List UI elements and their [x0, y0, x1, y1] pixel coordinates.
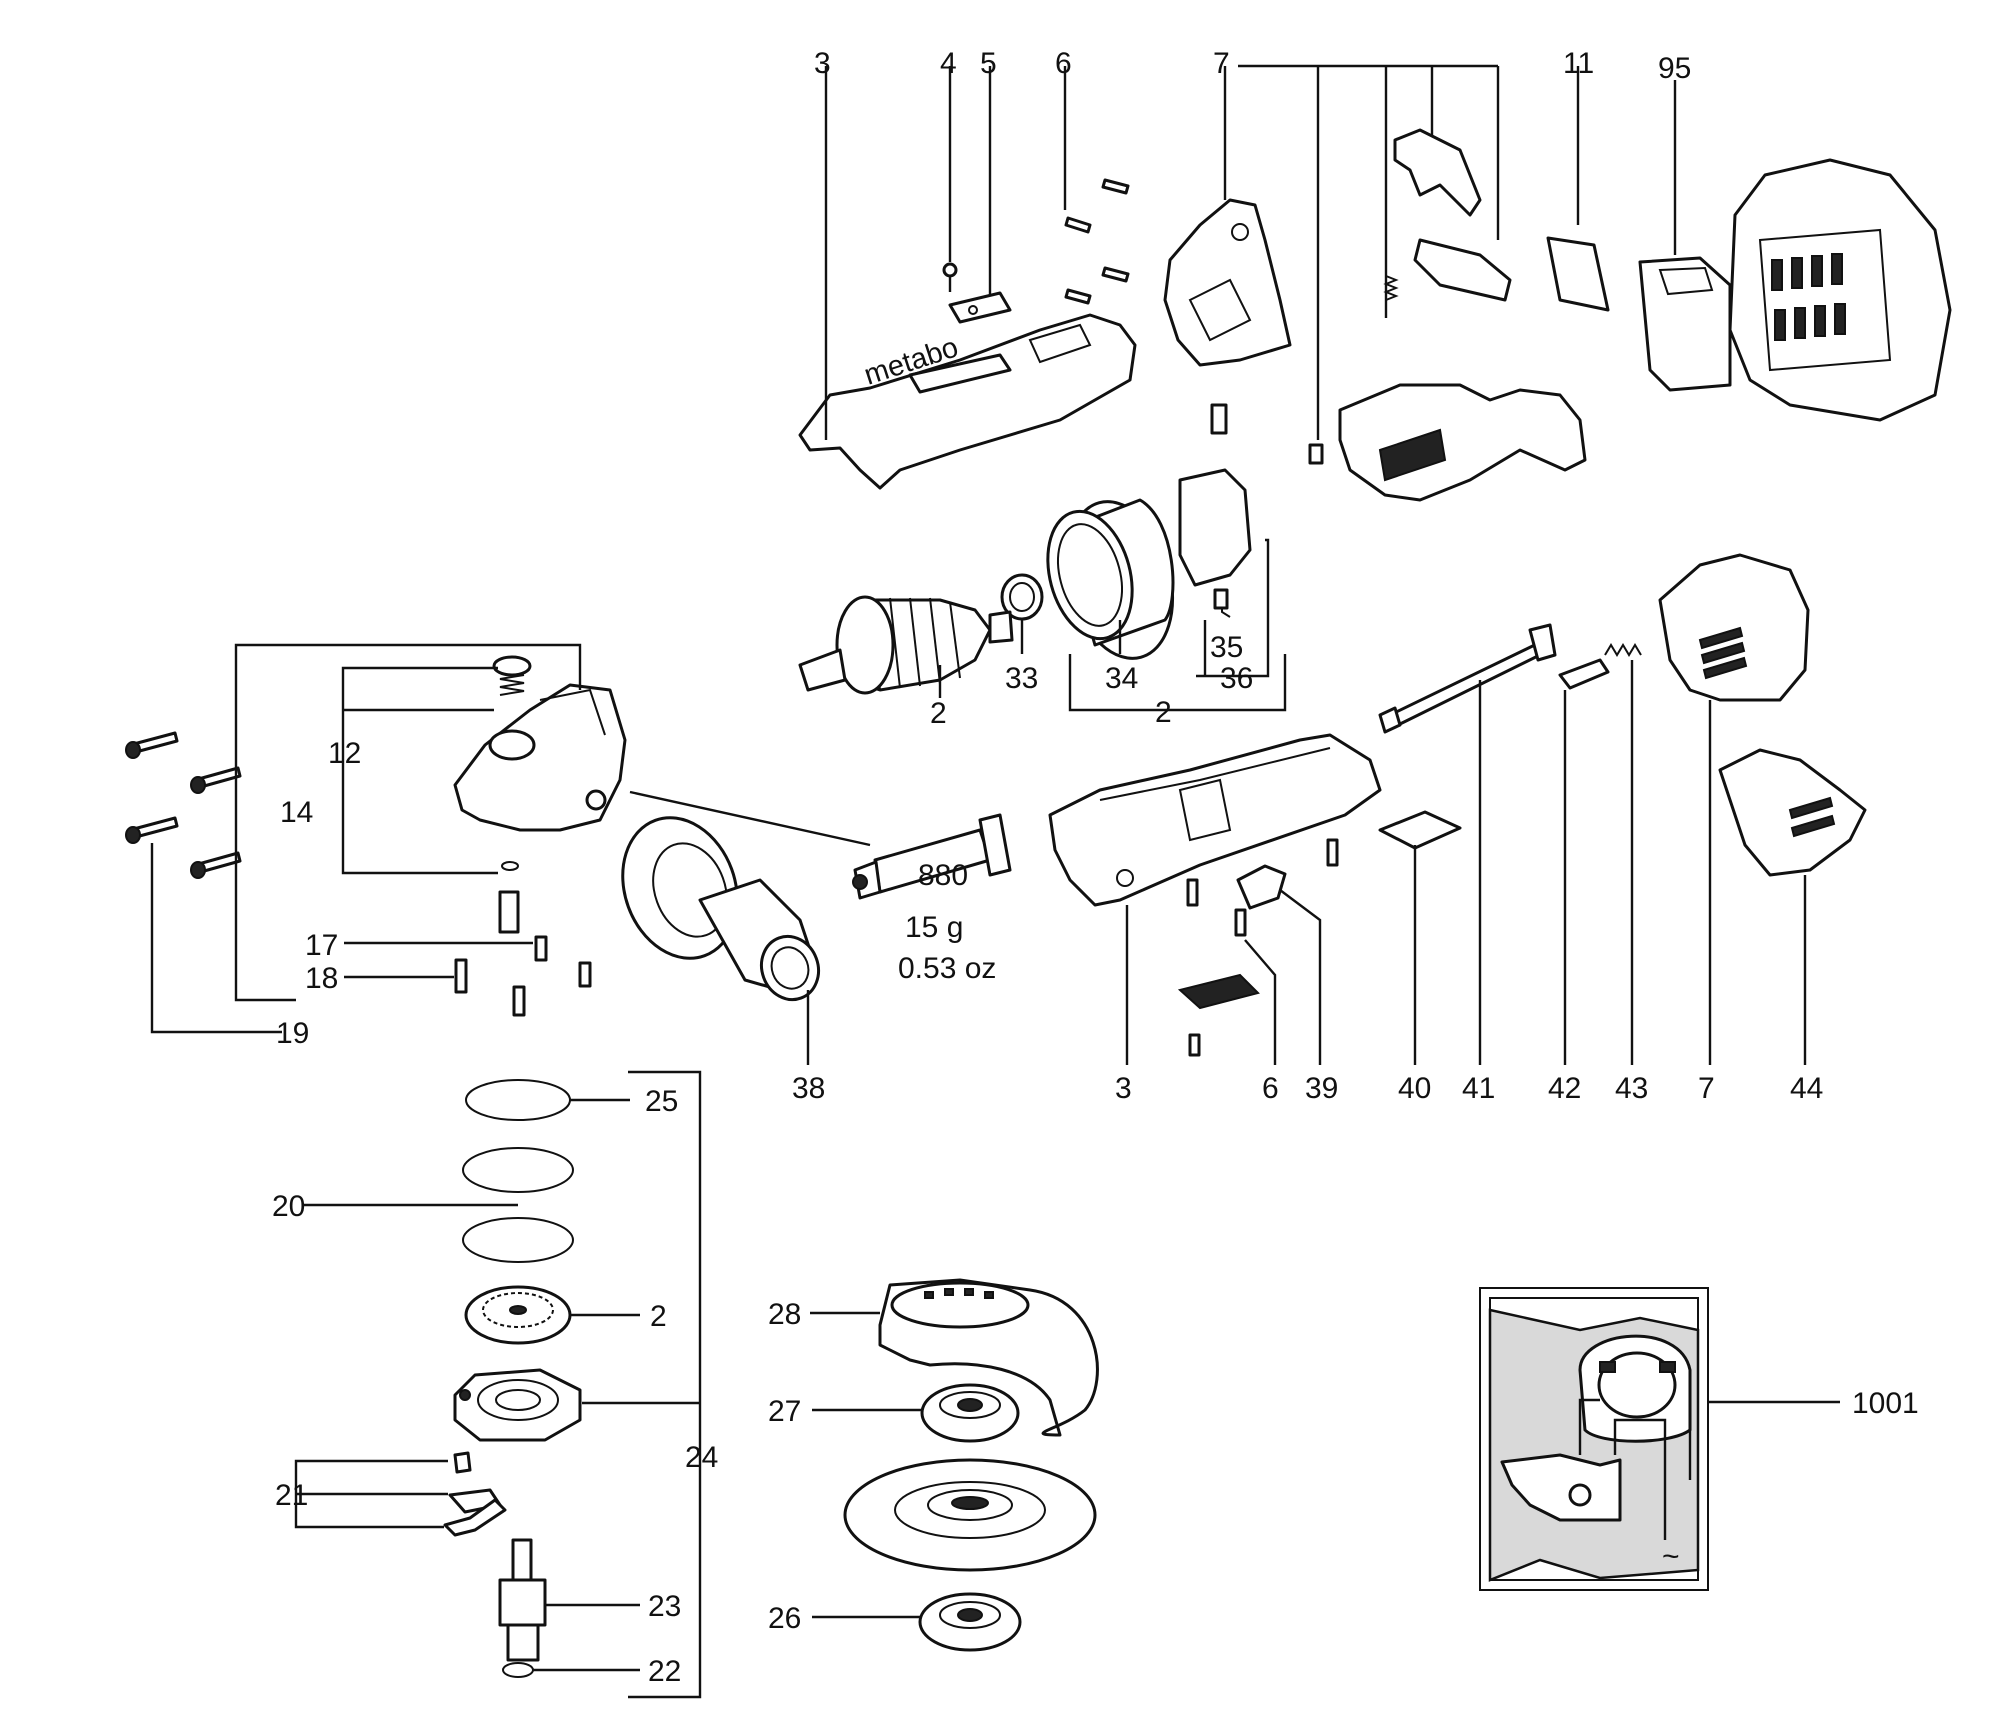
bearing-33 — [1000, 573, 1044, 654]
group-24-bracket — [628, 1070, 702, 1699]
grease-weight-oz: 0.53 oz — [898, 952, 996, 985]
armature-rotor-2 — [798, 595, 1014, 698]
grease-tube-code: 880 — [918, 859, 968, 892]
switch-lever — [1383, 128, 1512, 302]
label-sticker-40 — [1378, 810, 1462, 1065]
screws-17-18 — [344, 935, 592, 1017]
label-35: 35 — [1210, 631, 1243, 664]
slider-42 — [1558, 658, 1610, 1065]
label-40: 40 — [1398, 1072, 1431, 1105]
screws-19 — [125, 731, 282, 1034]
grease-weight-g: 15 g — [905, 911, 963, 944]
label-sticker-11 — [1546, 66, 1610, 312]
rear-cover-7-bottom — [1658, 553, 1810, 1065]
switch-rod-41 — [1378, 623, 1557, 1065]
label-34: 34 — [1105, 662, 1138, 695]
label-38: 38 — [792, 1072, 825, 1105]
label-3-bottom: 3 — [1115, 1072, 1132, 1105]
label-25: 25 — [645, 1085, 678, 1118]
battery-pack — [1728, 158, 1952, 422]
battery-pad-95 — [1638, 80, 1732, 392]
flange-27 — [812, 1383, 1020, 1443]
label-1001: 1001 — [1852, 1387, 1919, 1420]
o-rings-20 — [303, 1147, 574, 1263]
label-2-group: 2 — [1155, 696, 1172, 729]
label-27: 27 — [768, 1395, 801, 1428]
label-28: 28 — [768, 1298, 801, 1331]
label-33: 33 — [1005, 662, 1038, 695]
plate-5 — [948, 66, 1012, 324]
rear-cap-7 — [1163, 64, 1500, 440]
label-44: 44 — [1790, 1072, 1823, 1105]
side-handle-38 — [621, 816, 820, 1065]
label-95: 95 — [1658, 52, 1691, 85]
label-36: 36 — [1220, 662, 1253, 695]
stator-34 — [1046, 498, 1175, 660]
label-6-bottom: 6 — [1262, 1072, 1279, 1105]
screw-4 — [942, 66, 958, 292]
ac-symbol: ~ — [1662, 1540, 1680, 1573]
spring-43 — [1604, 643, 1642, 1065]
label-4: 4 — [940, 47, 957, 80]
motor-group-bracket — [1068, 654, 1287, 712]
label-24: 24 — [685, 1441, 718, 1474]
label-18: 18 — [305, 962, 338, 995]
label-21: 21 — [275, 1479, 308, 1512]
label-43: 43 — [1615, 1072, 1648, 1105]
clamping-nut-26 — [812, 1592, 1022, 1652]
gear-housing-14 — [234, 643, 627, 1002]
label-22: 22 — [648, 1655, 681, 1688]
label-14: 14 — [280, 796, 313, 829]
spindle-23 — [498, 1538, 640, 1662]
label-26: 26 — [768, 1602, 801, 1635]
label-5: 5 — [980, 47, 997, 80]
label-2-rotor: 2 — [930, 697, 947, 730]
switch-button-39 — [1177, 864, 1322, 1065]
label-2-gear: 2 — [650, 1300, 667, 1333]
label-17: 17 — [305, 929, 338, 962]
label-3-top: 3 — [814, 47, 831, 80]
o-ring-25 — [465, 1079, 630, 1121]
label-41: 41 — [1462, 1072, 1495, 1105]
screws-6-top — [1063, 66, 1130, 305]
detail-box-1001: ~ — [1479, 1287, 1840, 1591]
spindle-lock-12 — [341, 655, 532, 934]
grease-tube: 880 — [852, 813, 1012, 900]
label-7-top: 7 — [1213, 47, 1230, 80]
washer-22 — [502, 1662, 640, 1678]
wheel-guard-28 — [810, 1278, 1099, 1437]
label-20: 20 — [272, 1190, 305, 1223]
grinding-disc — [843, 1458, 1097, 1572]
label-19: 19 — [276, 1017, 309, 1050]
label-11: 11 — [1563, 47, 1594, 80]
label-42: 42 — [1548, 1072, 1581, 1105]
electronics-module — [1308, 383, 1587, 502]
label-12: 12 — [328, 737, 361, 770]
label-6-top: 6 — [1055, 47, 1072, 80]
label-23: 23 — [648, 1590, 681, 1623]
spindle-lock-21 — [294, 1451, 507, 1537]
housing-shell-top: metabo — [798, 66, 1137, 490]
cover-44 — [1718, 748, 1867, 1065]
label-39: 39 — [1305, 1072, 1338, 1105]
bevel-gear-2 — [464, 1285, 640, 1345]
brush-holder-36 — [1178, 403, 1270, 678]
housing-shell-bottom — [1048, 733, 1382, 1065]
bearing-flange — [453, 1368, 700, 1442]
screws-6-bottom — [1186, 838, 1339, 1065]
label-7-bottom: 7 — [1698, 1072, 1715, 1105]
